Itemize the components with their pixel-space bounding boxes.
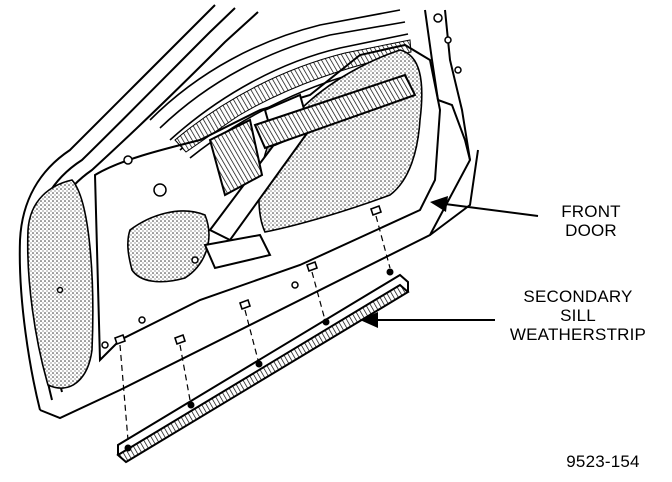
front-door-leader [430,196,539,217]
front-door-label-line1: FRONT [561,202,621,221]
window-regulator [203,73,417,270]
panel-holes [56,13,462,349]
secondary-sill-weatherstrip [116,268,410,464]
front-door-label: FRONT DOOR [546,202,636,240]
sill-label-line3: WEATHERSTRIP [509,325,647,344]
sill-leader [360,312,495,328]
sound-deadener-lower [127,210,210,283]
figure-code: 9523-154 [566,452,640,471]
front-door-label-line2: DOOR [565,221,617,240]
sound-deadener-left [26,179,94,389]
secondary-sill-weatherstrip-label: SECONDARY SILL WEATHERSTRIP [498,287,658,344]
fastener-guides [119,215,391,441]
sill-label-line1: SECONDARY [523,287,633,306]
sill-label-line2: SILL [560,306,596,325]
panel-clip-holes [113,204,383,346]
inner-panel [93,43,442,363]
